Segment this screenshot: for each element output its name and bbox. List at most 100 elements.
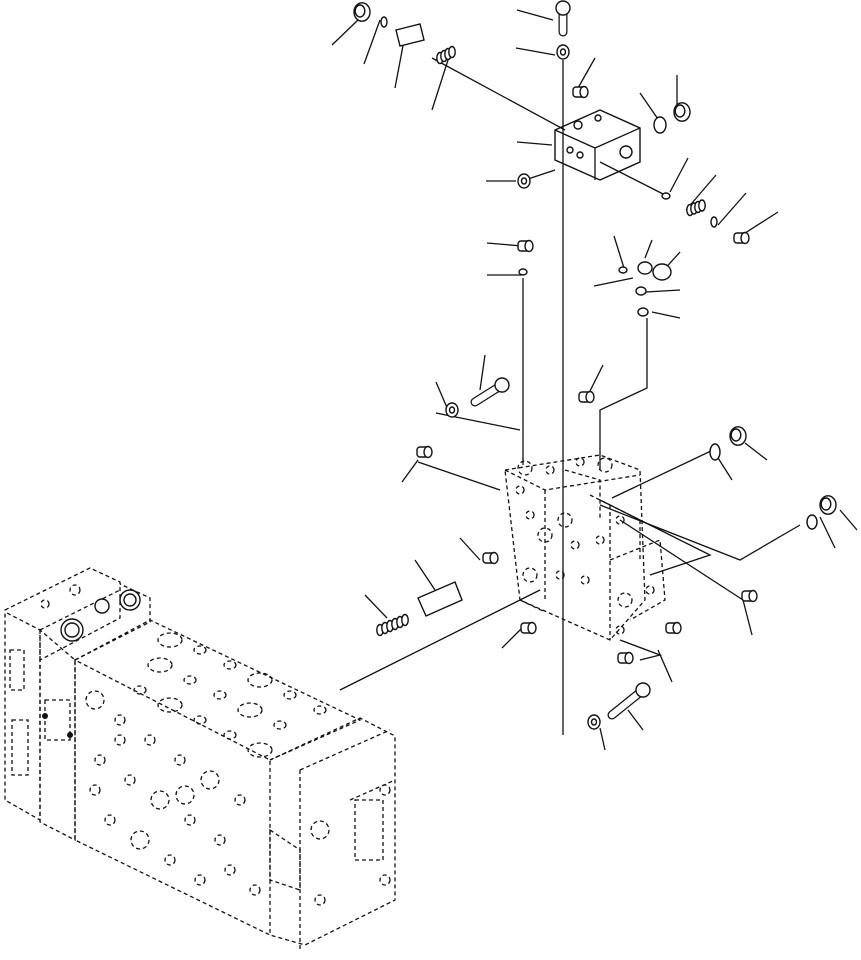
plug [741,589,758,603]
bolt [555,0,571,37]
connector-line [599,318,648,470]
plug [733,231,750,245]
leader-line [593,277,634,287]
o-ring [806,514,818,530]
connector-line [619,519,744,601]
port-hole [223,730,237,740]
washer [587,714,601,730]
leader-line [669,157,689,193]
leader-line [819,516,836,549]
leader-line [645,289,681,293]
leader-line [741,211,779,236]
leader-line [639,92,661,123]
port-hole [615,515,625,525]
port-hole [580,575,590,585]
port-hole [124,774,136,786]
port-hole [273,720,287,730]
plug [416,445,433,459]
o-ring [518,268,528,276]
plug [482,551,499,565]
port-hole [183,675,197,685]
bolt [607,682,651,720]
o-ring [618,266,628,274]
o-ring [710,216,718,228]
port-hole [193,645,207,655]
port-hole [247,672,273,688]
leader-line [331,19,359,46]
cap-plug [353,2,371,22]
port-hole [150,790,170,810]
plug [673,102,691,122]
port-hole [164,854,176,866]
port-hole [570,540,580,550]
port-hole [157,632,183,648]
plug [819,495,837,515]
plug [729,426,747,446]
port-hole [379,784,391,796]
plug [665,621,682,635]
port-hole [525,510,535,520]
port-hole [545,465,555,475]
plug [617,651,634,665]
o-ring [709,443,721,461]
port-hole [213,690,227,700]
leader-line [363,19,381,65]
plug [517,239,534,253]
washer [517,173,531,189]
port-hole [522,567,538,583]
leader-line [599,727,606,751]
port-hole [557,512,573,528]
spring [376,613,409,637]
port-hole [234,794,246,806]
o-ring [637,261,653,275]
sleeve [417,581,463,617]
connector-line [611,449,714,499]
valve-section-block [504,454,666,641]
plug [520,621,537,635]
port-hole [200,770,220,790]
washer [556,44,570,60]
plug [572,85,589,99]
port-hole [147,657,173,673]
connector-line [599,504,801,561]
port-hole [314,894,326,906]
connector-line [599,499,712,576]
port-hole [247,742,273,758]
port-hole [615,625,625,635]
port-hole [114,734,126,746]
port-hole [313,705,327,715]
parts-layer [353,0,837,730]
port-hole [224,864,236,876]
leader-line [744,442,768,461]
port-hole [193,715,207,725]
port-hole [194,874,206,886]
port-hole [645,585,655,595]
leader-line [587,364,604,396]
leader-line [401,459,419,483]
leader-line [839,509,858,531]
port-hole [379,874,391,886]
port-hole [89,784,101,796]
fitting [395,23,425,47]
port-hole [157,697,183,713]
port-hole [575,457,585,467]
leader-line [516,9,554,21]
o-ring [661,192,671,200]
main-control-valve [4,567,396,950]
leader-line [644,239,653,259]
connector-line [417,461,501,491]
port-hole [249,884,261,896]
leader-line [486,242,523,247]
leader-line [414,559,436,591]
port-hole [114,714,126,726]
o-ring [635,286,647,296]
port-hole [104,814,116,826]
bolt [470,377,510,407]
o-ring [637,307,649,317]
port-hole [175,785,195,805]
port-hole [144,734,156,746]
leader-line [627,709,644,731]
leader-line [651,311,681,319]
